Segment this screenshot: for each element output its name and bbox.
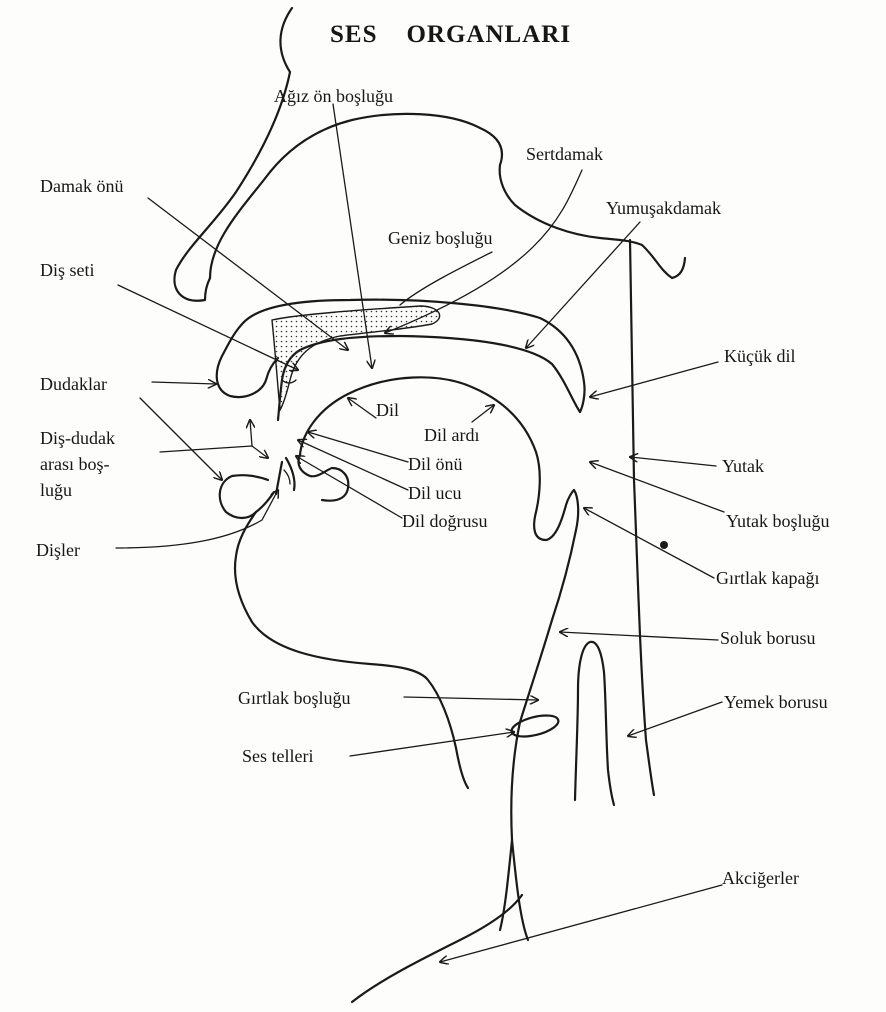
pointer-dis-dudak-up [250,420,252,446]
pointer-akcigerler [440,885,722,962]
lower-teeth [276,458,295,494]
label-disler: Dişler [36,540,80,560]
nasal-cavity-outline [210,114,685,278]
labels: Ağız ön boşluğu Sertdamak Damak önü Yumu… [36,86,830,888]
label-yutak: Yutak [722,456,764,476]
label-dis-dudak-line2: arası boş- [40,454,109,474]
pointer-dis-seti [118,285,298,370]
label-dil-ucu: Dil ucu [408,483,462,503]
label-damak-onu: Damak önü [40,176,123,196]
pointer-geniz-boslugu [400,252,492,305]
label-yemek-borusu: Yemek borusu [724,692,828,712]
pointer-ses-telleri [350,732,514,756]
pharynx-rear-wall [630,240,654,795]
pointer-kucuk-dil [590,362,718,397]
pointer-dil-ardi [472,405,494,422]
neck-back-line [500,840,512,930]
label-geniz-boslugu: Geniz boşluğu [388,228,492,248]
upper-lip [217,322,278,397]
label-dil-onu: Dil önü [408,454,463,474]
pointer-yutak-boslugu [590,462,724,512]
label-ses-telleri: Ses telleri [242,746,313,766]
label-dil-dogrusu: Dil doğrusu [402,511,488,531]
epiglottis-marker-dot [660,541,668,549]
label-soluk-borusu: Soluk borusu [720,628,816,648]
pointer-dil [348,398,376,418]
label-kucuk-dil: Küçük dil [724,346,796,366]
pointer-dudaklar-upper [152,382,216,384]
label-dis-seti: Diş seti [40,260,95,280]
label-sertdamak: Sertdamak [526,144,603,164]
label-dudaklar: Dudaklar [40,374,107,394]
label-dis-dudak-line3: luğu [40,480,72,500]
hard-palate-shading [272,306,440,410]
pointer-yemek-borusu [628,702,722,736]
label-girtlak-boslugu: Gırtlak boşluğu [238,688,351,708]
label-yumusakdamak: Yumuşakdamak [606,198,721,218]
pointer-girtlak-kapagi [584,508,714,578]
pointer-yumusakdamak [526,222,640,348]
pointer-dil-dogrusu [296,456,402,518]
pointer-dis-dudak-base [160,446,252,452]
pointer-girtlak-boslugu [404,697,538,700]
vocal-cords [510,711,561,740]
lower-teeth-inner [284,470,290,484]
pointer-dudaklar-lower [140,398,222,480]
diagram-title: SES ORGANLARI [330,21,571,48]
label-dil-ardi: Dil ardı [424,425,480,445]
pointer-disler [116,520,262,548]
trachea-lower-line [352,895,522,1002]
label-agiz-on-boslugu: Ağız ön boşluğu [274,86,393,106]
label-dis-dudak-line1: Diş-dudak [40,428,115,448]
label-akcigerler: Akciğerler [722,868,799,888]
label-girtlak-kapagi: Gırtlak kapağı [716,568,819,588]
pointer-dis-dudak-right [252,446,268,458]
label-dil: Dil [376,400,399,420]
label-yutak-boslugu: Yutak boşluğu [726,511,830,531]
anatomy-outline [174,8,685,1002]
nose-profile [174,8,292,301]
pointer-damak-onu [148,198,348,350]
pointer-dil-onu [308,432,408,462]
pointer-yutak [630,457,716,466]
esophagus-front-wall [575,642,614,805]
pointer-dil-ucu [298,440,408,490]
